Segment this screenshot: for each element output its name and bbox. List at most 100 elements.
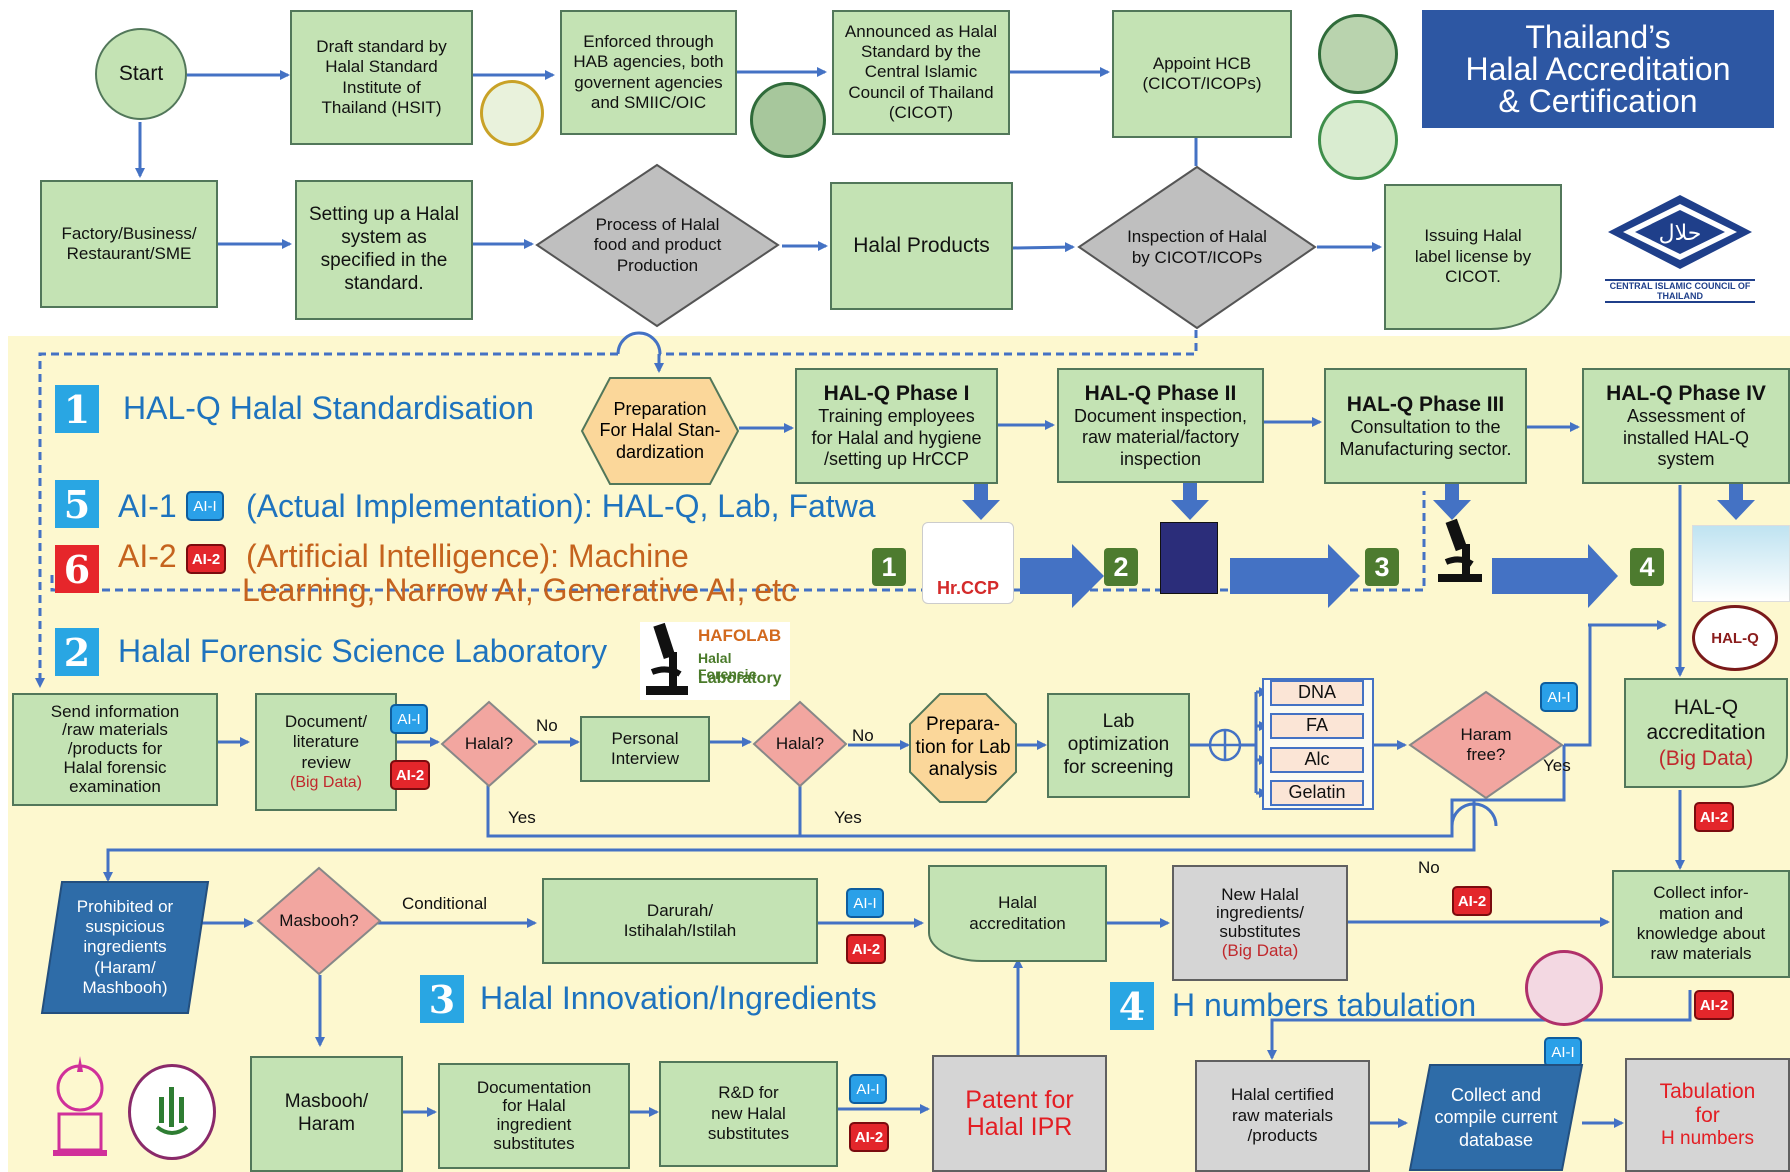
prep-lab-line: tion for Lab — [915, 736, 1011, 758]
phase-4-line: Assessment of — [1626, 406, 1746, 427]
draft-line: Thailand (HSIT) — [321, 97, 442, 117]
setting-line: standard. — [344, 272, 424, 294]
halq-phase-1-box: HAL-Q Phase I Training employees for Hal… — [795, 368, 998, 484]
haram-free-line: Haram — [1460, 724, 1512, 744]
halal-accreditation-box: Halal accreditation — [928, 865, 1107, 962]
test-fa: FA — [1270, 713, 1364, 739]
draft-line: Halal Standard — [325, 57, 438, 77]
announced-line: Central Islamic — [864, 62, 978, 82]
preparation-line: For Halal Stan- — [599, 420, 721, 441]
halal-products-box: Halal Products — [830, 182, 1013, 310]
start-label: Start — [118, 62, 164, 86]
new-halal-line: substitutes — [1219, 922, 1301, 941]
patent-box: Patent for Halal IPR — [932, 1055, 1107, 1172]
hsit-logo — [480, 80, 544, 146]
certified-line: Halal certified — [1231, 1085, 1334, 1105]
halq-phase-3-box: HAL-Q Phase III Consultation to the Manu… — [1324, 368, 1527, 484]
halal-decision-2: Halal? — [752, 700, 848, 788]
darurah-line: Istihalah/Istilah — [623, 921, 737, 940]
ai1-badge: AI-I — [186, 491, 224, 521]
hafolab-microscope-icon — [646, 622, 688, 695]
section-4-badge: 4 — [1110, 982, 1154, 1030]
send-line: /raw materials — [62, 720, 168, 740]
prohibited-line: (Haram/ — [94, 957, 156, 977]
section-6-prefix: AI-2 — [118, 538, 177, 574]
enforced-line: Enforced through — [583, 31, 714, 51]
inspection-line: by CICOT/ICOPs — [1131, 247, 1263, 267]
preparation-hexagon: Preparation For Halal Stan- dardization — [580, 376, 740, 486]
send-line: examination — [69, 776, 161, 796]
lab-opt-line: for screening — [1063, 756, 1174, 778]
ai2-badge: AI-2 — [846, 934, 886, 964]
document-line: literature — [292, 732, 360, 752]
halal-products-label: Halal Products — [853, 234, 990, 258]
document-line: Document/ — [284, 711, 368, 731]
collect-info-line: raw materials — [1650, 944, 1752, 964]
yes-label: Yes — [508, 808, 536, 827]
section-6-title-1: (Artificial Intelligence): Machine — [246, 538, 689, 574]
halal-decision-1: Halal? — [440, 700, 538, 788]
tabulation-line: H numbers — [1661, 1128, 1754, 1150]
setting-up-box: Setting up a Halal system as specified i… — [295, 180, 473, 320]
process-line: Production — [616, 255, 699, 275]
phase-2-line: Document inspection, — [1073, 405, 1248, 426]
collect-info-box: Collect infor- mation and knowledge abou… — [1612, 870, 1790, 978]
certified-line: /products — [1247, 1126, 1318, 1146]
section-2-title: Halal Forensic Science Laboratory — [118, 633, 608, 669]
factory-line: Factory/Business/ — [61, 223, 197, 243]
preparation-line: dardization — [615, 441, 705, 462]
main-title: Thailand’s Halal Accreditation & Certifi… — [1422, 10, 1774, 128]
yes-label: Yes — [1543, 756, 1571, 775]
phase-1-title: HAL-Q Phase I — [823, 382, 970, 406]
compile-line: Collect and — [1450, 1084, 1542, 1105]
phase-2-title: HAL-Q Phase II — [1084, 381, 1237, 405]
phase-4-line: installed HAL-Q — [1622, 427, 1750, 448]
documentation-line: for Halal — [502, 1096, 566, 1116]
draft-line: Institute of — [342, 77, 421, 97]
factory-box: Factory/Business/ Restaurant/SME — [40, 180, 218, 308]
inspection-line: Inspection of Halal — [1127, 227, 1267, 247]
conditional-label: Conditional — [402, 894, 488, 913]
prep-lab-line: analysis — [928, 759, 998, 781]
test-dna: DNA — [1270, 680, 1364, 706]
halal-diamond-icon: حلال — [1608, 195, 1752, 269]
document-review-box: Document/ literature review (Big Data) — [255, 693, 397, 811]
issuing-line: CICOT. — [1445, 267, 1501, 287]
cicot-halal-logo: حلال CENTRAL ISLAMIC COUNCIL OF THAILAND — [1605, 192, 1755, 303]
ai2-badge: AI-2 — [390, 760, 430, 790]
halal-decision-label: Halal? — [775, 733, 825, 753]
collect-info-line: Collect infor- — [1653, 883, 1749, 903]
masbooh-haram-box: Masbooh/ Haram — [250, 1056, 403, 1172]
haram-free-line: free? — [1466, 745, 1506, 764]
enforced-line: governent agencies — [574, 72, 723, 92]
halal-institute-logo — [128, 1064, 216, 1160]
step-3-badge: 3 — [1365, 548, 1399, 586]
step-1-badge: 1 — [872, 548, 906, 586]
rnd-line: R&D for — [718, 1083, 779, 1103]
rnd-box: R&D for new Halal substitutes — [659, 1061, 838, 1167]
cicot-seal-icon — [750, 82, 826, 158]
darurah-box: Darurah/ Istihalah/Istilah — [542, 878, 818, 964]
ai2-badge: AI-2 — [1694, 990, 1734, 1020]
rnd-line: substitutes — [707, 1124, 790, 1144]
section-6-title-2: Learning, Narrow AI, Generative AI, etc — [242, 572, 797, 608]
send-line: /products for — [67, 739, 163, 759]
cicot-seal-icon — [1318, 14, 1398, 94]
accreditation-line: accreditation — [1646, 721, 1766, 745]
documentation-line: substitutes — [493, 1133, 575, 1153]
phase-1-line: Training employees — [818, 406, 975, 427]
hafolab-line: Halal Forensic — [698, 650, 757, 682]
documentation-line: ingredient — [496, 1115, 572, 1134]
new-halal-ingredients-box: New Halal ingredients/ substitutes (Big … — [1172, 865, 1348, 981]
no-label: No — [536, 716, 558, 735]
chula-logo — [45, 1052, 115, 1160]
microscope-icon — [1432, 518, 1488, 586]
phase-4-title: HAL-Q Phase IV — [1606, 382, 1766, 406]
step-2-badge: 2 — [1104, 548, 1138, 586]
tabulation-box: Tabulation for H numbers — [1625, 1058, 1790, 1172]
hafolab-logo: HAFOLAB Halal Forensic Laboratory — [640, 622, 790, 700]
hrccp-label: Hr.CCP — [936, 578, 999, 598]
announced-line: Announced as Halal — [844, 21, 998, 41]
setting-line: Setting up a Halal — [309, 204, 459, 226]
